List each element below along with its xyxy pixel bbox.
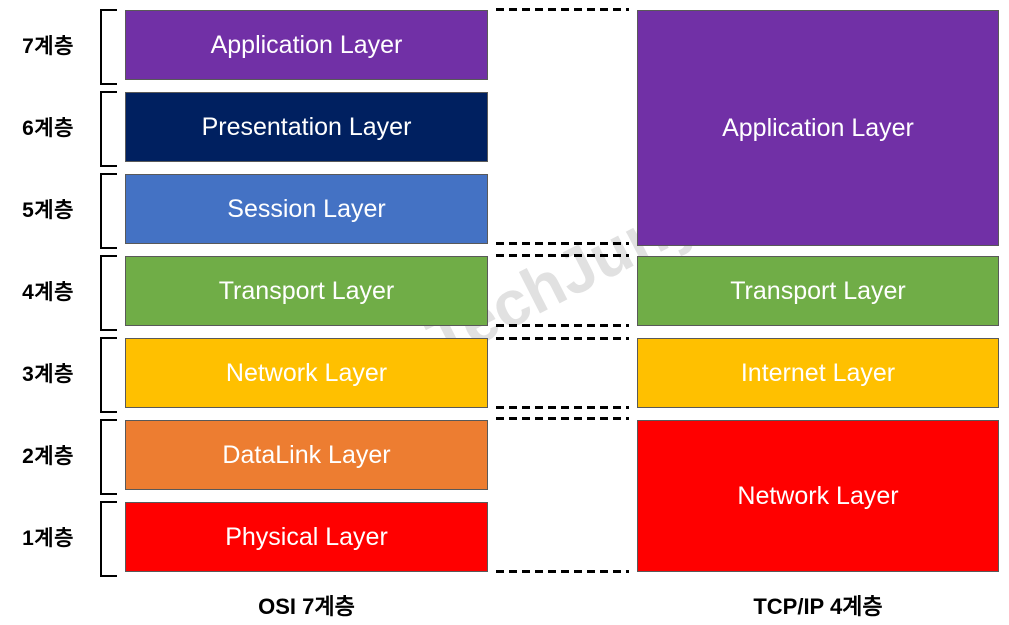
tcpip-box-network-label: Network Layer — [737, 481, 899, 510]
dashed-connector-top — [496, 8, 629, 11]
osi-layer-number-7: 7계층 — [22, 35, 74, 58]
osi-box-datalink-label: DataLink Layer — [222, 440, 391, 469]
osi-layer-number-4: 4계층 — [22, 281, 74, 304]
dashed-connector-network-bottom — [496, 406, 629, 409]
bracket-layer-7 — [100, 9, 117, 85]
osi-box-application-label: Application Layer — [210, 30, 403, 59]
bracket-layer-3 — [100, 337, 117, 413]
tcpip-box-internet: Internet Layer — [637, 338, 999, 408]
tcpip-caption: TCP/IP 4계층 — [753, 594, 883, 619]
osi-layer-number-6: 6계층 — [22, 117, 74, 140]
osi-caption: OSI 7계층 — [258, 594, 355, 619]
tcpip-box-transport-label: Transport Layer — [730, 276, 906, 305]
bracket-layer-6 — [100, 91, 117, 167]
dashed-connector-network-top — [496, 337, 629, 340]
osi-box-session: Session Layer — [125, 174, 488, 244]
osi-layer-number-2: 2계층 — [22, 445, 74, 468]
tcpip-box-transport: Transport Layer — [637, 256, 999, 326]
osi-box-physical: Physical Layer — [125, 502, 488, 572]
osi-layer-number-3: 3계층 — [22, 363, 74, 386]
osi-box-presentation-label: Presentation Layer — [201, 112, 412, 141]
dashed-connector-transport-bottom — [496, 324, 629, 327]
tcpip-box-internet-label: Internet Layer — [740, 358, 896, 387]
osi-box-application: Application Layer — [125, 10, 488, 80]
osi-box-datalink: DataLink Layer — [125, 420, 488, 490]
osi-box-network-label: Network Layer — [225, 358, 388, 387]
dashed-connector-session-bottom — [496, 242, 629, 245]
osi-box-session-label: Session Layer — [227, 194, 386, 223]
osi-box-physical-label: Physical Layer — [225, 522, 388, 551]
tcpip-box-application: Application Layer — [637, 10, 999, 246]
dashed-connector-datalink-top — [496, 417, 629, 420]
bracket-layer-1 — [100, 501, 117, 577]
bracket-layer-5 — [100, 173, 117, 249]
tcpip-box-application-label: Application Layer — [722, 113, 914, 142]
osi-layer-number-1: 1계층 — [22, 527, 74, 550]
osi-box-transport-label: Transport Layer — [218, 276, 395, 305]
osi-box-presentation: Presentation Layer — [125, 92, 488, 162]
tcpip-box-network: Network Layer — [637, 420, 999, 572]
osi-box-transport: Transport Layer — [125, 256, 488, 326]
osi-box-network: Network Layer — [125, 338, 488, 408]
osi-layer-number-5: 5계층 — [22, 199, 74, 222]
bracket-layer-2 — [100, 419, 117, 495]
dashed-connector-transport-top — [496, 254, 629, 257]
bracket-layer-4 — [100, 255, 117, 331]
dashed-connector-bottom — [496, 570, 629, 573]
